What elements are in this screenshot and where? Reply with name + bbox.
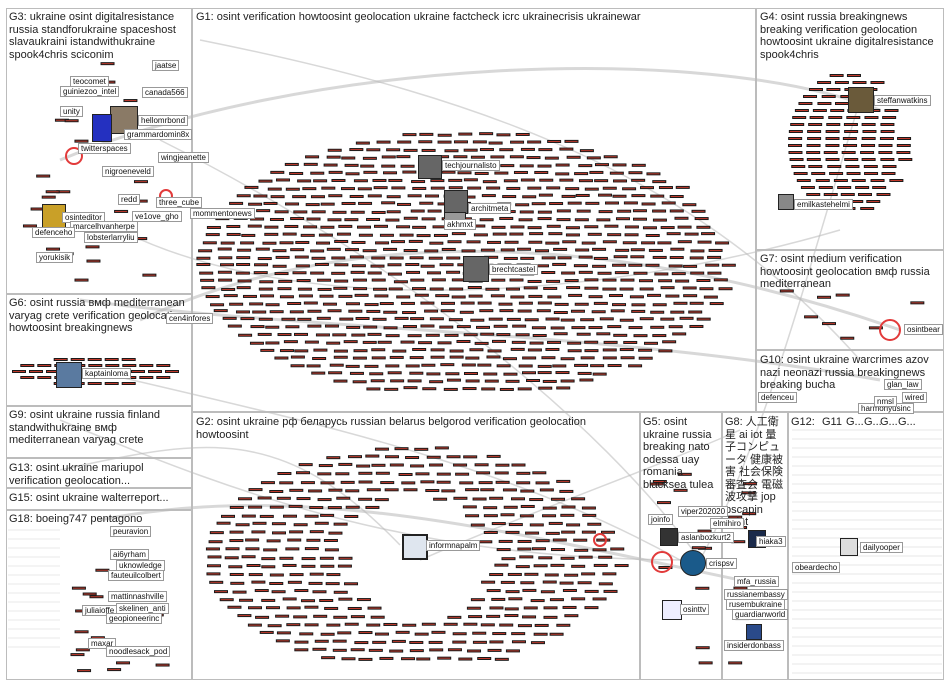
node-label-architmeta[interactable]: architmeta	[468, 203, 511, 214]
node-label-cen4infores[interactable]: cen4infores	[166, 313, 213, 324]
node-label-elmihiro[interactable]: elmihiro	[710, 518, 744, 529]
node-label-wired[interactable]: wired	[902, 392, 927, 403]
group-title-g6: G6: osint russia вмф mediterranean varya…	[9, 297, 187, 335]
group-title-g12: G12: G...	[791, 416, 821, 428]
node-label-informnapalm[interactable]: informnapalm	[426, 540, 480, 551]
node-label-steffanwatkins[interactable]: steffanwatkins	[874, 95, 931, 106]
node-label-techjournalisto[interactable]: techjournalisto	[442, 160, 500, 171]
node-avatar-brechtcastel[interactable]	[463, 256, 489, 282]
node-label-joinfo[interactable]: joinfo	[648, 514, 673, 525]
group-title-g8: G8: 人工衛星 ai iot 量子コンピュータ 健康被害 社会保険審査会 電磁…	[725, 416, 787, 529]
node-label-canada566[interactable]: canada566	[142, 87, 188, 98]
node-label-wingjeanette[interactable]: wingjeanette	[158, 152, 209, 163]
node-label-hellomrbond[interactable]: hellomrbond	[138, 115, 188, 126]
node-label-emilkastehelmi[interactable]: emilkastehelmi	[794, 199, 853, 210]
node-avatar-emilkastehelmi[interactable]	[778, 194, 794, 210]
node-label-ai6yrham[interactable]: ai6yrham	[110, 549, 149, 560]
node-avatar-kaptainloma[interactable]	[56, 362, 82, 388]
group-title-g3: G3: ukraine osint digitalresistance russ…	[9, 11, 191, 61]
node-label-mfa-russia[interactable]: mfa_russia	[734, 576, 779, 587]
node-label-akhmxt[interactable]: akhmxt	[444, 219, 476, 230]
node-label-crispsv[interactable]: crispsv	[706, 558, 737, 569]
node-label-osintbear[interactable]: osintbear	[904, 324, 943, 335]
node-avatar-unity-blue[interactable]	[92, 114, 112, 142]
node-label-jaatse[interactable]: jaatse	[152, 60, 179, 71]
node-avatar-insiderdonbass[interactable]	[746, 624, 762, 640]
node-label-insiderdonbass[interactable]: insiderdonbass	[724, 640, 784, 651]
node-label-twitterspaces[interactable]: twitterspaces	[78, 143, 131, 154]
group-title-g9: G9: osint ukraine russia finland standwi…	[9, 409, 187, 447]
node-label-aslanbozkurt2[interactable]: aslanbozkurt2	[678, 532, 734, 543]
group-title-g15: G15: osint ukraine walterreport...	[9, 492, 187, 505]
group-title-g4: G4: osint russia breakingnews breaking v…	[760, 11, 942, 61]
node-label-three-cube[interactable]: three_cube	[156, 197, 202, 208]
node-avatar-techjournalisto[interactable]	[418, 155, 442, 179]
group-title-g5: G5: osint ukraine russia breaking nato o…	[643, 416, 719, 491]
node-avatar-architmeta[interactable]	[444, 190, 468, 214]
group-title-g7: G7: osint medium verification howtoosint…	[760, 253, 940, 291]
group-title-g18: G18: boeing747 pentagono	[9, 513, 187, 526]
node-label-mommentonews[interactable]: mommentonews	[190, 208, 255, 219]
node-avatar-osinttv[interactable]	[662, 600, 682, 620]
node-avatar-steffanwatkins[interactable]	[848, 87, 874, 113]
node-label-dailyooper[interactable]: dailyooper	[860, 542, 903, 553]
group-title-small-4: G...	[898, 416, 928, 428]
node-label-yorukisik[interactable]: yorukisik	[36, 252, 73, 263]
group-title-g2: G2: osint ukraine рф беларусь russian be…	[196, 416, 636, 441]
node-label-lobsterlarryliu[interactable]: lobsterlarryliu	[84, 232, 138, 243]
node-label-obeardecho[interactable]: obeardecho	[792, 562, 840, 573]
node-label-kaptainloma[interactable]: kaptainloma	[82, 368, 131, 379]
node-label-noodlesack-pod[interactable]: noodlesack_pod	[106, 646, 170, 657]
node-label-redd[interactable]: redd	[118, 194, 140, 205]
node-label-guardianworld[interactable]: guardianworld	[732, 609, 788, 620]
node-label-guiniezoo[interactable]: guiniezoo_intel	[60, 86, 119, 97]
group-title-g11: G11: ...	[822, 416, 844, 428]
node-label-peuravion[interactable]: peuravion	[110, 526, 151, 537]
node-label-ve1ove-gho[interactable]: ve1ove_gho	[132, 211, 182, 222]
group-title-g1: G1: osint verification howtoosint geoloc…	[196, 11, 752, 24]
node-avatar-aslanbozkurt[interactable]	[660, 528, 678, 546]
node-avatar-informnapalm[interactable]	[402, 534, 428, 560]
group-title-g13: G13: osint ukraine mariupol verification…	[9, 462, 187, 488]
node-label-osinttv[interactable]: osinttv	[680, 604, 709, 615]
node-label-glan-law[interactable]: glan_law	[884, 379, 922, 390]
node-label-geopioneerinc[interactable]: geopioneerinc	[106, 613, 162, 624]
node-avatar-crispsv[interactable]	[680, 550, 706, 576]
node-label-hiaka3[interactable]: hiaka3	[756, 536, 786, 547]
node-label-defenceu[interactable]: defenceu	[758, 392, 797, 403]
node-label-nmsl[interactable]: nmsl	[874, 396, 897, 407]
node-label-unity[interactable]: unity	[60, 106, 83, 117]
node-label-defenceho[interactable]: defenceho	[32, 227, 75, 238]
node-label-mattinnashville[interactable]: mattinnashville	[108, 591, 167, 602]
node-label-grammardomin8x[interactable]: grammardomin8x	[124, 129, 192, 140]
node-label-viper202020[interactable]: viper202020	[678, 506, 728, 517]
node-avatar-dailyooper[interactable]	[840, 538, 858, 556]
node-label-marcelhvanherpe[interactable]: marcelhvanherpe	[70, 221, 138, 232]
node-label-fauteuilcolbert[interactable]: fauteuilcolbert	[108, 570, 164, 581]
node-label-nigroeneveld[interactable]: nigroeneveld	[102, 166, 154, 177]
node-label-brechtcastel[interactable]: brechtcastel	[489, 264, 538, 275]
